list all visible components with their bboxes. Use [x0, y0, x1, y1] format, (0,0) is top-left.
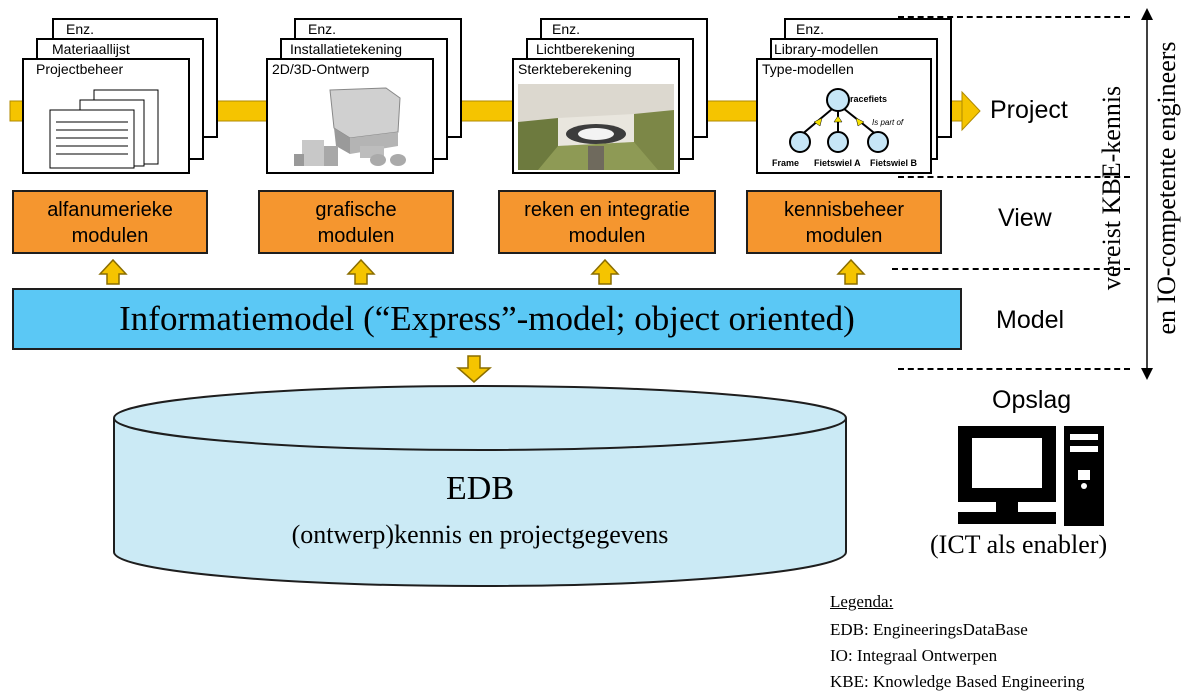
edb-database-cylinder[interactable]	[112, 384, 848, 590]
up-arrow-icon	[98, 258, 128, 285]
module-label: modulen	[568, 225, 646, 247]
sheet-label: Enz.	[308, 21, 337, 37]
module-reken-integratie[interactable]: reken en integratie modulen	[498, 190, 716, 254]
module-label: modulen	[805, 225, 883, 247]
up-arrow-icon	[836, 258, 866, 285]
module-label: grafische	[315, 199, 397, 221]
type-model-leaf-label: Fietswiel B	[870, 158, 918, 168]
up-arrow-icon	[590, 258, 620, 285]
module-label: modulen	[317, 225, 395, 247]
information-model-label: Informatiemodel (“Express”-model; object…	[119, 299, 855, 338]
edb-title: EDB	[446, 470, 514, 507]
up-arrow-icon	[346, 258, 376, 285]
sheet-ontwerp[interactable]: 2D/3D-Ontwerp	[266, 58, 434, 174]
sheet-sterkteberekening[interactable]: Sterkteberekening	[512, 58, 680, 174]
sheet-label: Materiaallijst	[52, 41, 130, 57]
separator	[892, 268, 1130, 270]
module-alfanumeriek[interactable]: alfanumerieke modulen	[12, 190, 208, 254]
sheet-type-modellen[interactable]: Type-modellen racefiets Is part of Frame…	[756, 58, 932, 174]
module-grafisch[interactable]: grafische modulen	[258, 190, 454, 254]
sheet-label: Enz.	[796, 21, 825, 37]
type-model-tree	[789, 88, 889, 153]
vertical-range-arrow	[1141, 8, 1153, 380]
document-pages-icon	[49, 89, 159, 169]
module-kennisbeheer[interactable]: kennisbeheer modulen	[746, 190, 942, 254]
layer-label-opslag: Opslag	[992, 386, 1072, 414]
information-model-bar[interactable]: Informatiemodel (“Express”-model; object…	[12, 288, 962, 350]
sheet-label: Enz.	[66, 21, 95, 37]
layer-label-model: Model	[996, 306, 1065, 334]
legend-title: Legenda:	[830, 592, 894, 611]
sheet-label: Library-modellen	[774, 41, 879, 57]
layer-label-project: Project	[990, 96, 1068, 124]
type-model-relation-label: Is part of	[872, 118, 904, 127]
sheet-label: Sterkteberekening	[518, 61, 632, 77]
layer-label-view: View	[998, 204, 1052, 232]
computer-icon	[958, 426, 1104, 526]
sheet-label: Enz.	[552, 21, 581, 37]
edb-subtitle: (ontwerp)kennis en projectgegevens	[291, 520, 669, 549]
legend-item: IO: Integraal Ontwerpen	[830, 646, 998, 665]
ict-label: (ICT als enabler)	[930, 530, 1108, 559]
sheet-label: Type-modellen	[762, 61, 854, 77]
bridge-photo	[518, 84, 674, 170]
separator	[898, 16, 1130, 18]
type-model-leaf-label: Frame	[772, 158, 800, 168]
sheet-label: Lichtberekening	[536, 41, 635, 57]
sheet-label: Installatietekening	[290, 41, 403, 57]
module-label: reken en integratie	[524, 199, 690, 221]
type-model-leaf-label: Fietswiel A	[814, 158, 861, 168]
down-arrow-icon	[456, 355, 492, 383]
separator	[898, 176, 1130, 178]
module-label: modulen	[71, 225, 149, 247]
type-model-root-label: racefiets	[850, 94, 888, 104]
module-label: kennisbeheer	[783, 199, 905, 221]
module-label: alfanumerieke	[47, 199, 173, 221]
3d-machine-render	[294, 87, 406, 166]
sheet-label: 2D/3D-Ontwerp	[272, 61, 370, 77]
separator	[898, 368, 1130, 370]
legend-item: KBE: Knowledge Based Engineering	[830, 672, 1085, 691]
sheet-label: Projectbeheer	[36, 61, 124, 77]
sheet-projectbeheer[interactable]: Projectbeheer	[22, 58, 190, 174]
legend-item: EDB: EngineeringsDataBase	[830, 620, 1028, 639]
